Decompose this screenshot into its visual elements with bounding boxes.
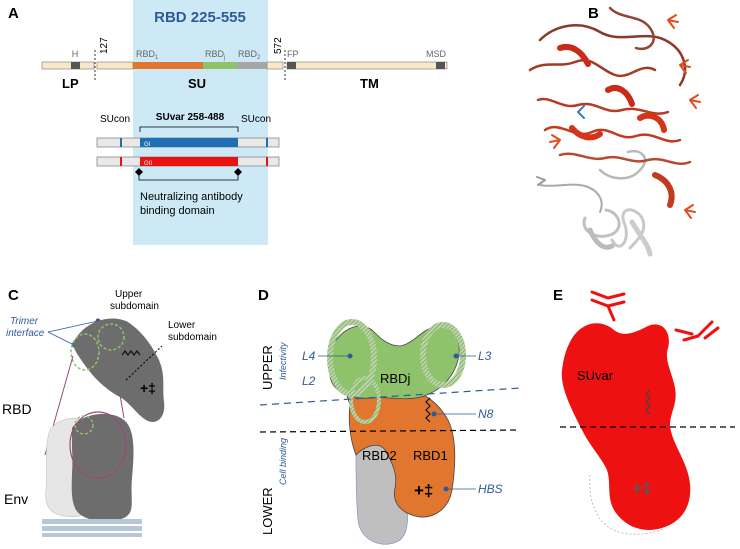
upper-subdomain-line1: Upper (115, 289, 143, 300)
gi-label: GI (144, 142, 151, 148)
suvar-blob (561, 323, 691, 530)
nab-bracket (135, 168, 242, 181)
sucon-gi-bar (96, 137, 280, 148)
rbd-blob-zoomed (73, 318, 165, 422)
l4-label: L4 (302, 349, 316, 363)
panel-label-b: B (588, 5, 599, 22)
charges-c: +‡ (140, 380, 156, 396)
panel-label-a: A (8, 5, 19, 22)
l4-dot (347, 353, 353, 359)
h-label: H (72, 49, 79, 59)
rbdj-label: RBDj (205, 49, 225, 61)
pos-572: 572 (273, 37, 284, 54)
rbd-highlight-ellipse (69, 411, 127, 479)
rbd1-label: RBD1 (136, 49, 159, 61)
trimer-interface-ring-right (97, 323, 125, 351)
rbd2-label-d: RBD2 (362, 448, 397, 463)
gii-label: GII (144, 161, 152, 167)
rbd2-label: RBD2 (238, 49, 261, 61)
glycan-squiggle-d (425, 397, 431, 423)
su-label: SU (188, 76, 206, 91)
rbd-label-c: RBD (2, 401, 32, 417)
rbdj-label-d: RBDj (380, 371, 410, 386)
upper-label-d: UPPER (260, 345, 275, 390)
fp-label: FP (287, 49, 299, 59)
upper-subdomain-line2: subdomain (110, 301, 159, 312)
trimer-line1: Trimer (10, 316, 39, 327)
loop-l3 (420, 322, 466, 388)
subdomain-divider-d (259, 429, 521, 433)
rbd-title: RBD 225-555 (154, 9, 246, 26)
sucon-right-label: SUcon (241, 114, 271, 125)
antibody-icon-2 (674, 320, 720, 342)
trimer-interface-ring-left (70, 333, 100, 371)
infectivity-divider (259, 387, 521, 406)
charges-d: +‡ (414, 481, 433, 500)
trimer-interface-ring-env (74, 415, 94, 435)
l2-label: L2 (302, 374, 316, 388)
env-monomer-front (71, 413, 134, 522)
n8-label: N8 (478, 407, 494, 421)
lower-subdomain-line2: subdomain (168, 332, 217, 343)
membrane (42, 519, 142, 537)
zoom-line-right (119, 394, 125, 419)
msd-label: MSD (426, 49, 447, 59)
suvar-label-e: SUvar (577, 368, 614, 383)
env-label-c: Env (4, 491, 28, 507)
rbd2-outline-e (589, 474, 665, 535)
suvar-label: SUvar 258-488 (156, 112, 225, 123)
glycan-squiggle-e (645, 389, 651, 415)
subdomain-divider-c (125, 345, 163, 381)
suvar-bracket (139, 126, 239, 132)
sucon-gii-bar (96, 156, 280, 167)
lp-label: LP (62, 76, 79, 91)
infectivity-label: Infectivity (278, 342, 288, 380)
rbd-region-box (133, 0, 268, 245)
nab-line1: Neutralizing antibody (140, 191, 243, 203)
panel-label-d: D (258, 287, 269, 304)
cell-binding-label: Cell binding (278, 438, 288, 485)
sucon-left-label: SUcon (100, 114, 130, 125)
glycan-squiggle-c (121, 350, 141, 356)
lower-label-d: LOWER (260, 487, 275, 535)
lower-subdomain-line1: Lower (168, 320, 196, 331)
nab-line2: binding domain (140, 205, 215, 217)
panel-label-c: C (8, 287, 19, 304)
env-protein-bar (41, 61, 448, 70)
l3-label: L3 (478, 349, 492, 363)
hbs-label: HBS (478, 482, 503, 496)
tm-label: TM (360, 76, 379, 91)
charges-e: +‡ (632, 479, 651, 498)
rbd1-label-d: RBD1 (413, 448, 448, 463)
l3-dot (453, 353, 459, 359)
loop-l2-lower (349, 376, 381, 424)
rbd-ribbon-structure (528, 6, 701, 257)
panel-label-e: E (553, 287, 563, 304)
antibody-icon-1 (590, 290, 626, 322)
pos-127: 127 (99, 37, 110, 54)
trimer-line2: interface (6, 328, 45, 339)
rbdj-domain (329, 325, 460, 400)
